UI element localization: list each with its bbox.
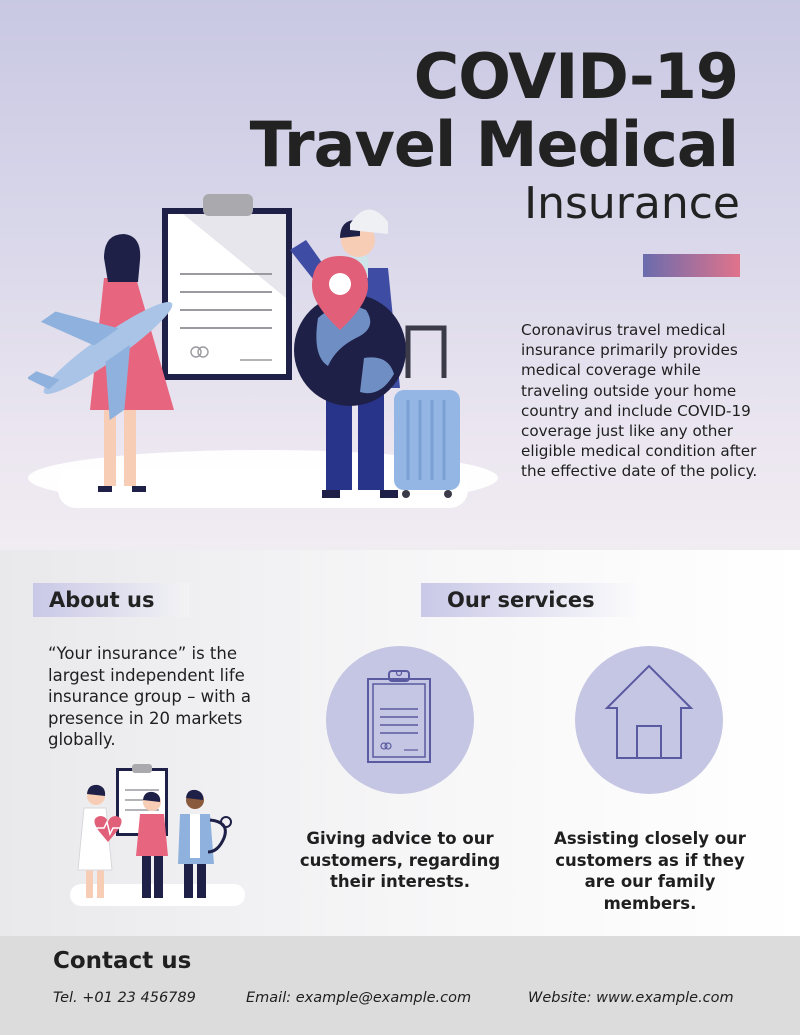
title-line-1: COVID-19 bbox=[413, 40, 739, 113]
contact-phone[interactable]: Tel. +01 23 456789 bbox=[53, 990, 196, 1006]
about-heading: About us bbox=[33, 583, 189, 617]
contact-email[interactable]: Email: example@example.com bbox=[246, 990, 472, 1006]
contact-footer bbox=[0, 936, 800, 1035]
accent-bar bbox=[643, 254, 740, 277]
clipboard-icon bbox=[367, 669, 431, 763]
services-heading: Our services bbox=[421, 583, 637, 617]
contact-website[interactable]: Website: www.example.com bbox=[528, 990, 734, 1006]
service-family-badge bbox=[575, 646, 723, 794]
title-line-3: Insurance bbox=[524, 178, 740, 229]
service-advice-text: Giving advice to our customers, regardin… bbox=[299, 829, 501, 891]
service-family-text: Assisting closely our customers as if th… bbox=[554, 829, 746, 913]
service-advice-badge bbox=[326, 646, 474, 794]
travel-insurance-illustration bbox=[28, 194, 498, 508]
contact-heading: Contact us bbox=[53, 948, 192, 974]
house-icon bbox=[604, 664, 694, 759]
about-paragraph: “Your insurance” is the largest independ… bbox=[48, 644, 251, 749]
medical-team-illustration bbox=[70, 764, 245, 906]
intro-paragraph: Coronavirus travel medical insurance pri… bbox=[521, 321, 758, 481]
title-line-2: Travel Medical bbox=[249, 108, 739, 181]
